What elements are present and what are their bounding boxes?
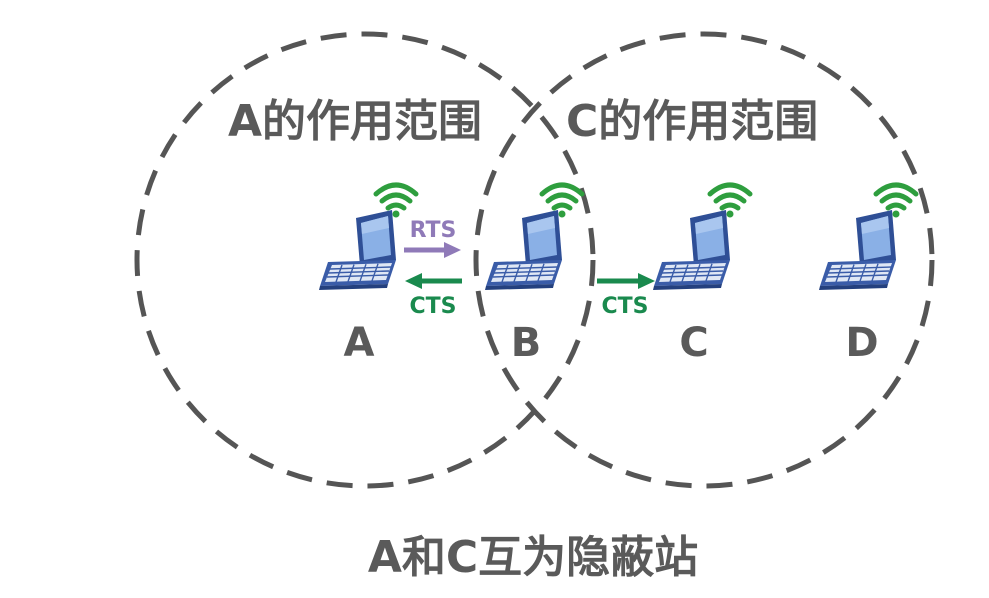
range-circle-c [473, 31, 935, 489]
rts-arrow [404, 242, 461, 258]
laptop-wifi-icon [485, 185, 582, 290]
range-circle-a [134, 31, 596, 489]
range-label-a: A的作用范围 [228, 96, 482, 147]
node-label-b: B [511, 320, 542, 366]
rts-label: RTS [410, 218, 457, 243]
cts-arrow-to-c [597, 273, 655, 289]
node-label-a: A [344, 320, 375, 366]
laptop-wifi-icon [319, 185, 416, 290]
node-label-d: D [845, 320, 878, 366]
laptop-wifi-icon [819, 185, 916, 290]
node-label-c: C [679, 320, 708, 366]
laptop-wifi-icon [653, 185, 750, 290]
cts-label-c: CTS [602, 294, 649, 319]
diagram-caption: A和C互为隐蔽站 [368, 532, 698, 583]
cts-label-a: CTS [410, 294, 457, 319]
range-label-c: C的作用范围 [566, 96, 818, 147]
cts-arrow-to-a [405, 273, 462, 289]
